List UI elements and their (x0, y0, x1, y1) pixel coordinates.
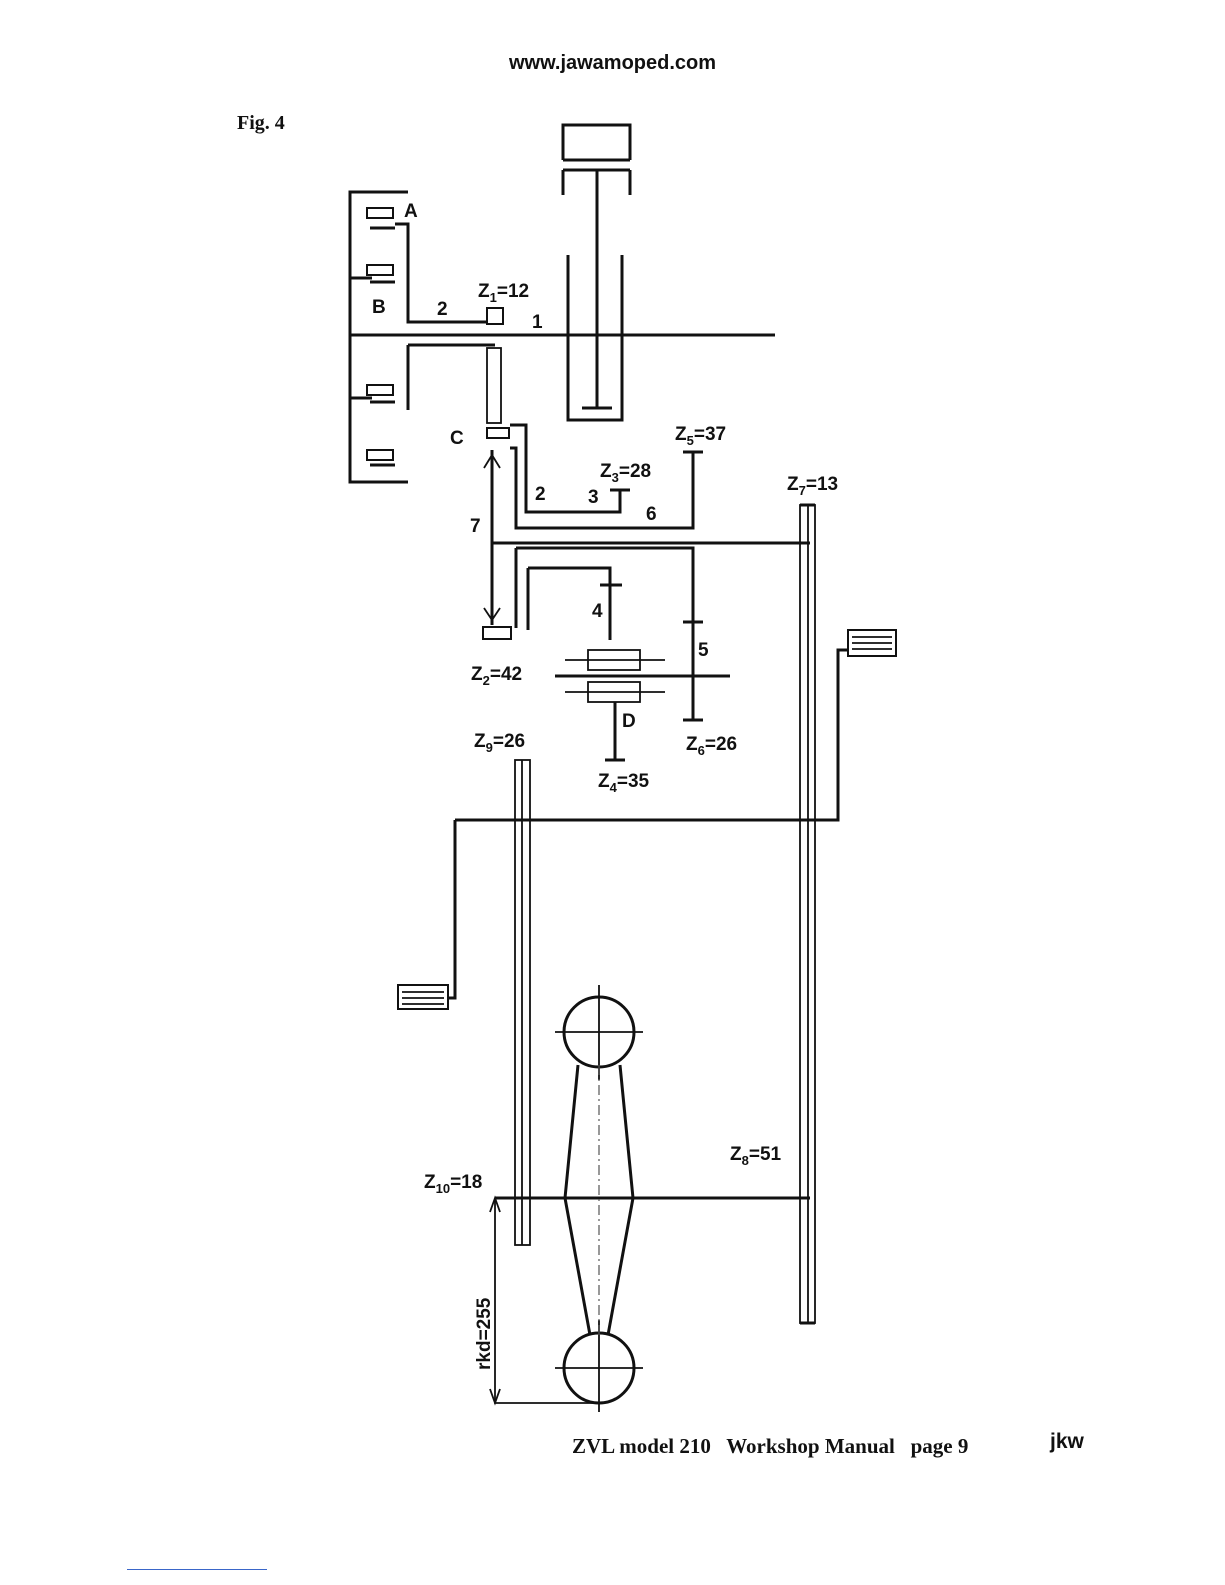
drive-chain-left (515, 760, 530, 1245)
gear-label-z4: Z4=35 (598, 771, 650, 795)
label-a: A (404, 201, 418, 222)
bearing-z2 (483, 627, 511, 639)
clutch-lining-a (367, 208, 393, 218)
pedal-left (398, 985, 448, 1009)
gear-label-z3: Z3=28 (600, 461, 651, 485)
footer-initials: jkw (1050, 1430, 1084, 1454)
shaft-number-7: 7 (470, 516, 481, 537)
label-c: C (450, 428, 464, 449)
gear-label-z1: Z1=12 (478, 281, 529, 305)
bearing-c (487, 428, 509, 438)
footer-text: ZVL model 210 Workshop Manual page 9 (572, 1434, 968, 1459)
clutch-lining-3 (367, 385, 393, 395)
gear-label-z9: Z9=26 (474, 731, 525, 755)
shaft-number-2b: 2 (535, 484, 546, 505)
gear-label-z6: Z6=26 (686, 734, 737, 758)
label-d: D (622, 711, 636, 732)
cylinder-piston (563, 125, 630, 420)
gear-label-z10: Z10=18 (424, 1172, 482, 1196)
wheel-radius-label: rkd=255 (474, 1297, 495, 1370)
gear-label-z5: Z5=37 (675, 424, 726, 448)
shaft-number-2a: 2 (437, 299, 448, 320)
gear-label-z7: Z7=13 (787, 474, 838, 498)
link-underline (127, 1569, 267, 1570)
shaft-number-3: 3 (588, 487, 599, 508)
drive-chain-right (800, 505, 815, 1323)
shaft-number-5: 5 (698, 640, 709, 661)
label-b: B (372, 297, 386, 318)
gear-label-z8: Z8=51 (730, 1144, 782, 1168)
clutch-lining-4 (367, 450, 393, 460)
pinion-z1 (487, 308, 503, 324)
shaft-number-4: 4 (592, 601, 603, 622)
shaft-number-6: 6 (646, 504, 657, 525)
shaft-number-1: 1 (532, 312, 543, 333)
gear-label-z2: Z2=42 (471, 664, 522, 688)
pedal-crank (398, 630, 896, 1009)
clutch-lining-b (367, 265, 393, 275)
clutch-sleeve (487, 348, 501, 423)
